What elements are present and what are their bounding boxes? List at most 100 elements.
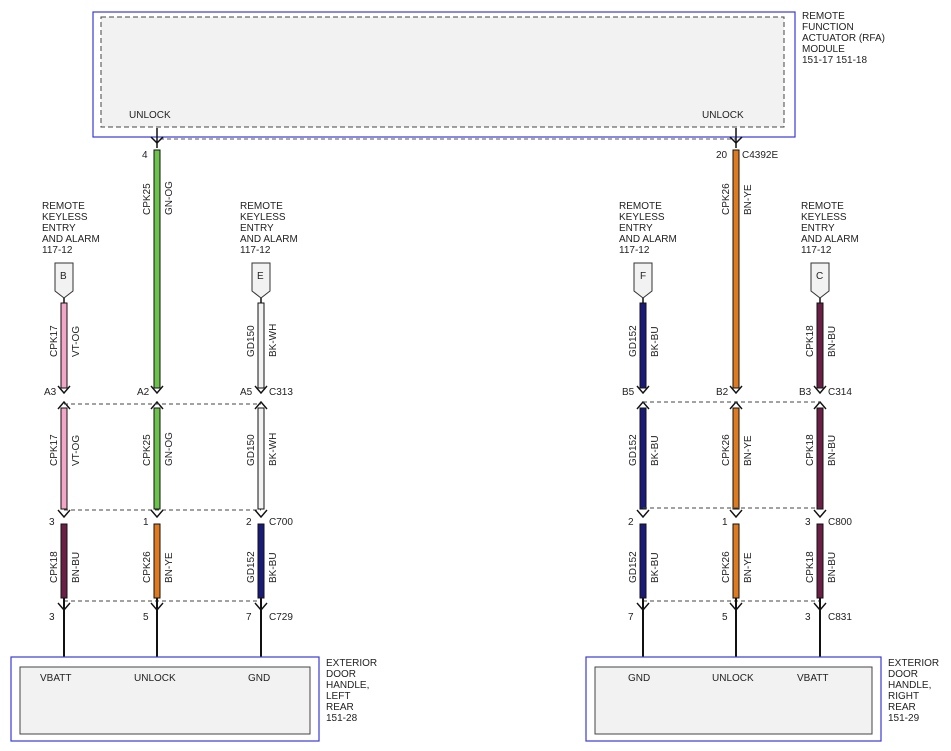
ref-c-line-2: KEYLESS <box>801 212 847 223</box>
c831-name: C831 <box>828 612 852 623</box>
wire-l-e-mid-circuit: GD150 <box>246 434 257 466</box>
ref-e-line-2: KEYLESS <box>240 212 286 223</box>
ref-f-line-1: REMOTE <box>619 201 662 212</box>
right-handle-module: GND UNLOCK VBATT EXTERIOR DOOR HANDLE, R… <box>585 656 939 742</box>
wire-l-unlock-mid-circuit: CPK25 <box>142 434 153 466</box>
left-handle-pin-gnd: GND <box>248 673 270 684</box>
c729-pin-7: 7 <box>246 612 252 623</box>
c800-name: C800 <box>828 517 852 528</box>
c314-pin-b2: B2 <box>716 387 729 398</box>
wire-l-e-mid-color: BK-WH <box>268 433 279 466</box>
ref-e-line-1: REMOTE <box>240 201 283 212</box>
c313-pin-a5: A5 <box>240 387 253 398</box>
right-handle-pin-gnd: GND <box>628 673 650 684</box>
rfa-pin-label-right: UNLOCK <box>702 110 744 121</box>
ref-e-flag[interactable] <box>251 262 271 299</box>
wire-r-f-mid-circuit: GD152 <box>628 434 639 466</box>
wire-r-c-mid-circuit: CPK18 <box>805 434 816 466</box>
ref-c-group: REMOTE KEYLESS ENTRY AND ALARM 117-12 C <box>801 201 859 299</box>
left-handle-title-2: DOOR <box>326 669 356 680</box>
ref-e-letter: E <box>257 271 264 282</box>
ref-b-group: REMOTE KEYLESS ENTRY AND ALARM 117-12 B <box>42 201 100 299</box>
rfa-module-body <box>100 16 785 128</box>
wire-l-b-bot-circuit: CPK18 <box>49 551 60 583</box>
wire-r-c-bot <box>816 523 824 599</box>
wire-l-e-bot-color: BK-BU <box>268 552 279 583</box>
ref-e-line-3: ENTRY <box>240 223 274 234</box>
wire-r-unlock-mid-color: BN-YE <box>743 435 754 466</box>
ref-c-letter: C <box>816 271 823 282</box>
c313-arrow-2 <box>150 385 164 395</box>
ref-e-line-4: AND ALARM <box>240 234 298 245</box>
left-handle-title-3: HANDLE, <box>326 680 369 691</box>
left-handle-title-1: EXTERIOR <box>326 658 377 669</box>
connector-c4392e-label: C4392E <box>742 150 778 161</box>
c700-name: C700 <box>269 517 293 528</box>
wire-l-b-bot-color: BN-BU <box>71 552 82 583</box>
right-handle-pin-vbatt: VBATT <box>797 673 828 684</box>
c831-pin-5: 5 <box>722 612 728 623</box>
right-handle-title-1: EXTERIOR <box>888 658 939 669</box>
rfa-module-title-4: MODULE <box>802 44 845 55</box>
c314-pin-b3: B3 <box>799 387 812 398</box>
ref-f-group: REMOTE KEYLESS ENTRY AND ALARM 117-12 F <box>619 201 677 299</box>
c700-pin-1: 1 <box>143 517 149 528</box>
right-handle-pin-unlock: UNLOCK <box>712 673 754 684</box>
wire-r-unlock-bot-circuit: CPK26 <box>721 551 732 583</box>
c313-arrow-1 <box>57 385 71 395</box>
c800-pin-2: 2 <box>628 517 634 528</box>
c700-pin-2: 2 <box>246 517 252 528</box>
wire-r-f-bot-color: BK-BU <box>650 552 661 583</box>
wire-l-e-top-color: BK-WH <box>268 324 279 357</box>
rfa-pin-4-label: 4 <box>142 150 148 161</box>
wire-l-b-top-color: VT-OG <box>71 326 82 357</box>
wire-l-unlock-bot-color: BN-YE <box>164 552 175 583</box>
wire-l-e-mid <box>257 407 265 510</box>
wire-r-c-top-color: BN-BU <box>827 326 838 357</box>
wire-l-unlock-top <box>153 149 161 389</box>
ref-c-flag[interactable] <box>810 262 830 299</box>
c313-name: C313 <box>269 387 293 398</box>
ref-b-flag[interactable] <box>54 262 74 299</box>
right-handle-title-5: REAR <box>888 702 916 713</box>
ref-e-group: REMOTE KEYLESS ENTRY AND ALARM 117-12 E <box>240 201 298 299</box>
c800-arrow-3 <box>813 509 827 519</box>
c314-name: C314 <box>828 387 852 398</box>
ref-b-letter: B <box>60 271 67 282</box>
wire-r-c-bot-circuit: CPK18 <box>805 551 816 583</box>
c800-pin-3: 3 <box>805 517 811 528</box>
wire-r-f-bot-circuit: GD152 <box>628 551 639 583</box>
wire-l-b-mid-color: VT-OG <box>71 435 82 466</box>
ref-b-line-3: ENTRY <box>42 223 76 234</box>
wire-r-unlock-mid-circuit: CPK26 <box>721 434 732 466</box>
right-handle-title-3: HANDLE, <box>888 680 931 691</box>
c700-arrow-3 <box>254 509 268 519</box>
right-handle-title-6: 151-29 <box>888 713 920 724</box>
rfa-pin-20-label: 20 <box>716 150 728 161</box>
c313-arrow-5 <box>150 400 164 410</box>
wire-l-unlock-mid-color: GN-OG <box>164 432 175 466</box>
c800-arrow-2 <box>729 509 743 519</box>
wire-l-unlock-bot-circuit: CPK26 <box>142 551 153 583</box>
right-handle-title-4: RIGHT <box>888 691 919 702</box>
wire-l-unlock-top-circuit: CPK25 <box>142 183 153 215</box>
wire-r-c-bot-color: BN-BU <box>827 552 838 583</box>
c700-pin-3: 3 <box>49 517 55 528</box>
c313-arrow-3 <box>254 385 268 395</box>
wire-r-c-top-circuit: CPK18 <box>805 325 816 357</box>
ref-f-letter: F <box>640 271 646 282</box>
ref-b-line-2: KEYLESS <box>42 212 88 223</box>
ref-f-line-2: KEYLESS <box>619 212 665 223</box>
rfa-module-title-1: REMOTE <box>802 11 845 22</box>
ref-c-line-3: ENTRY <box>801 223 835 234</box>
wire-r-f-bot <box>639 523 647 599</box>
ref-f-flag[interactable] <box>633 262 653 299</box>
wire-l-b-top-circuit: CPK17 <box>49 325 60 357</box>
c313-pin-a2: A2 <box>137 387 150 398</box>
c700-arrow-1 <box>57 509 71 519</box>
ref-c-line-5: 117-12 <box>801 245 832 256</box>
wire-r-c-mid-color: BN-BU <box>827 435 838 466</box>
ref-c-line-1: REMOTE <box>801 201 844 212</box>
wire-r-c-mid <box>816 407 824 510</box>
